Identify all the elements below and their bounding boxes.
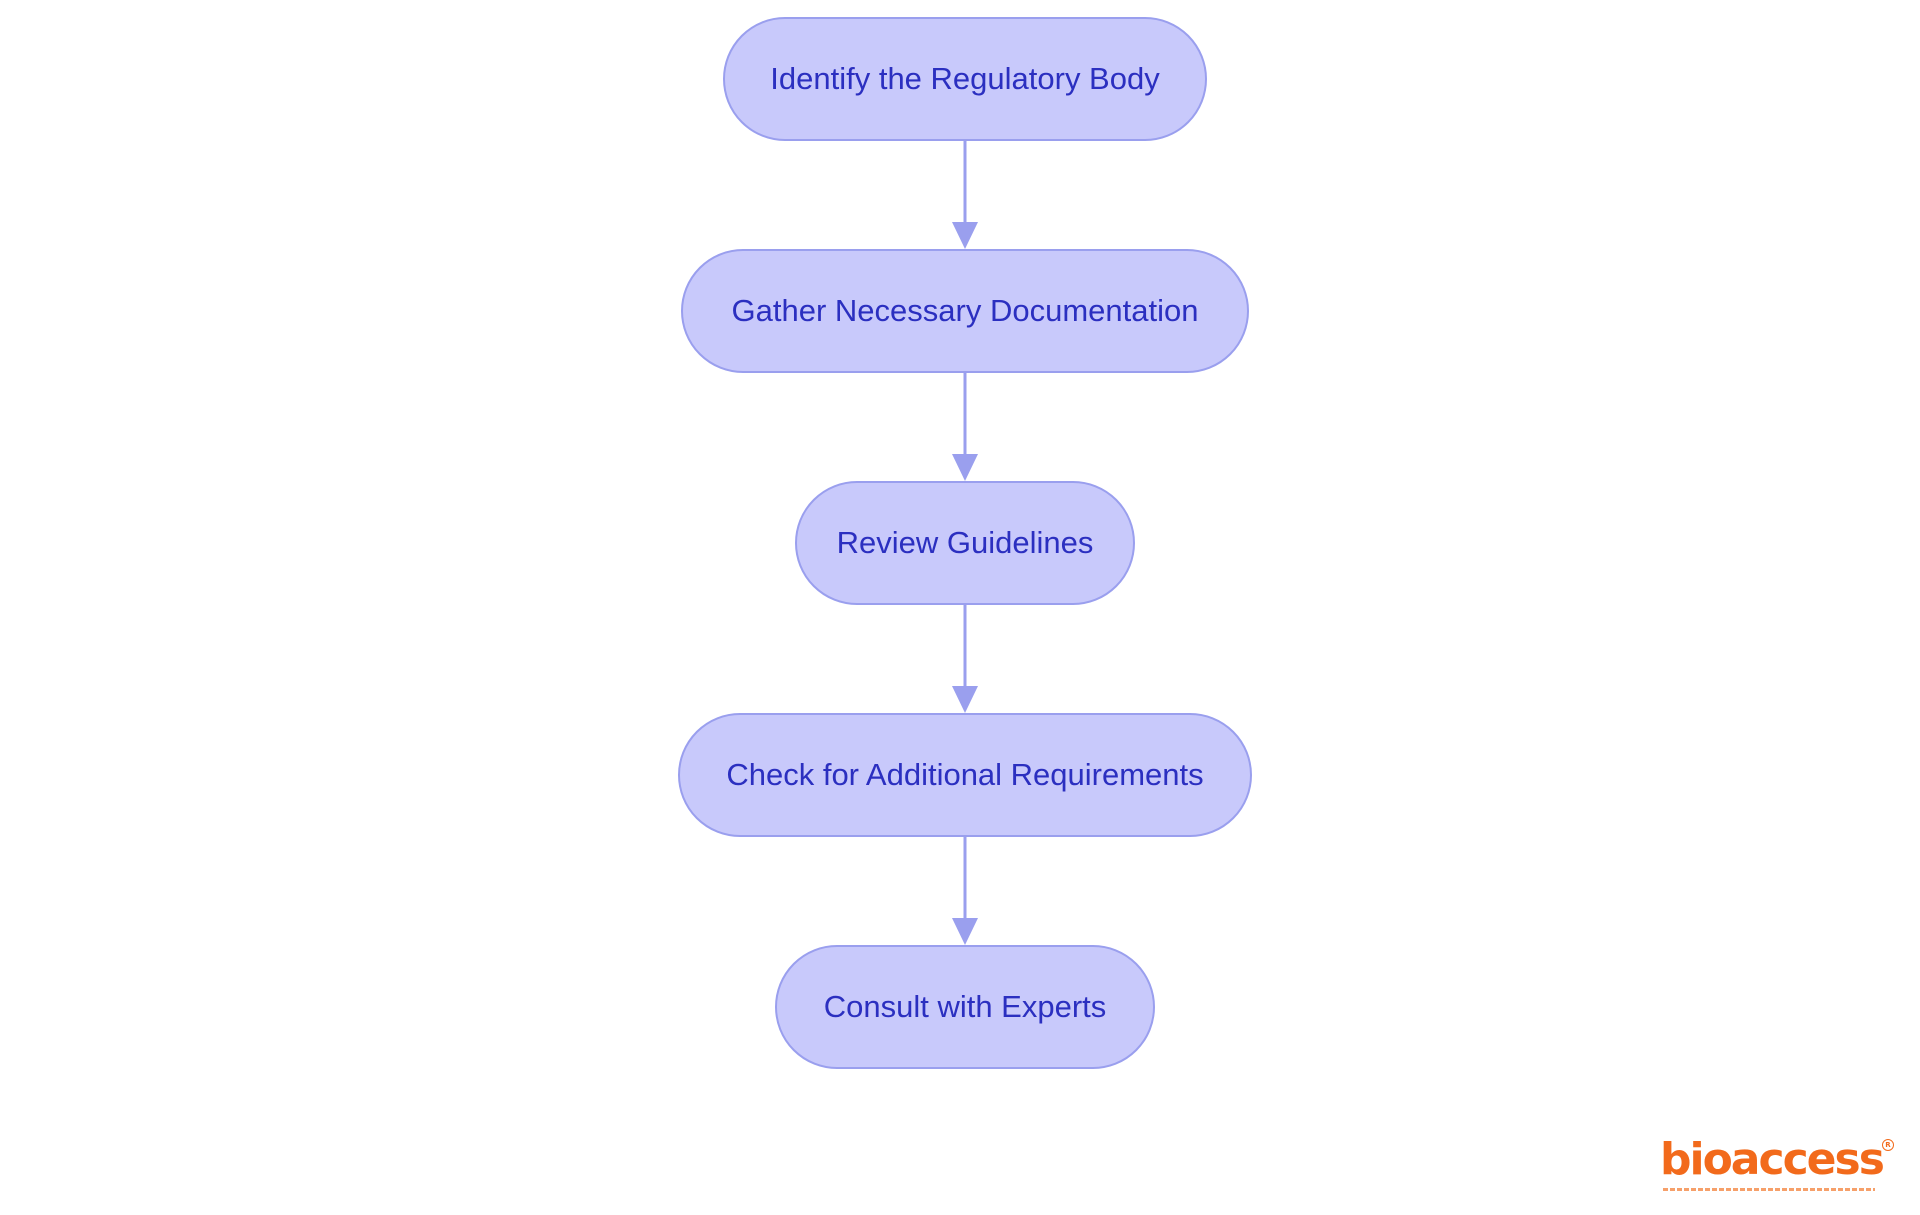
registered-trademark-icon: R: [1882, 1139, 1894, 1151]
step-gather-documentation: Gather Necessary Documentation: [681, 249, 1249, 373]
arrow-2-3: [952, 373, 978, 481]
step-label: Consult with Experts: [823, 989, 1107, 1024]
step-identify-regulatory-body: Identify the Regulatory Body: [723, 17, 1207, 141]
step-label: Check for Additional Requirements: [726, 757, 1204, 792]
step-label: Review Guidelines: [836, 525, 1094, 560]
arrow-3-4: [952, 605, 978, 713]
logo-wordmark: bioaccess: [1660, 1134, 1885, 1185]
arrow-4-5: [952, 837, 978, 945]
step-label: Gather Necessary Documentation: [731, 293, 1199, 328]
bioaccess-logo: bioaccess R: [1660, 1134, 1894, 1194]
logo-tagline: [1663, 1188, 1875, 1191]
arrow-1-2: [952, 141, 978, 249]
step-label: Identify the Regulatory Body: [770, 61, 1160, 96]
step-check-additional-requirements: Check for Additional Requirements: [678, 713, 1252, 837]
step-consult-experts: Consult with Experts: [775, 945, 1155, 1069]
step-review-guidelines: Review Guidelines: [795, 481, 1135, 605]
